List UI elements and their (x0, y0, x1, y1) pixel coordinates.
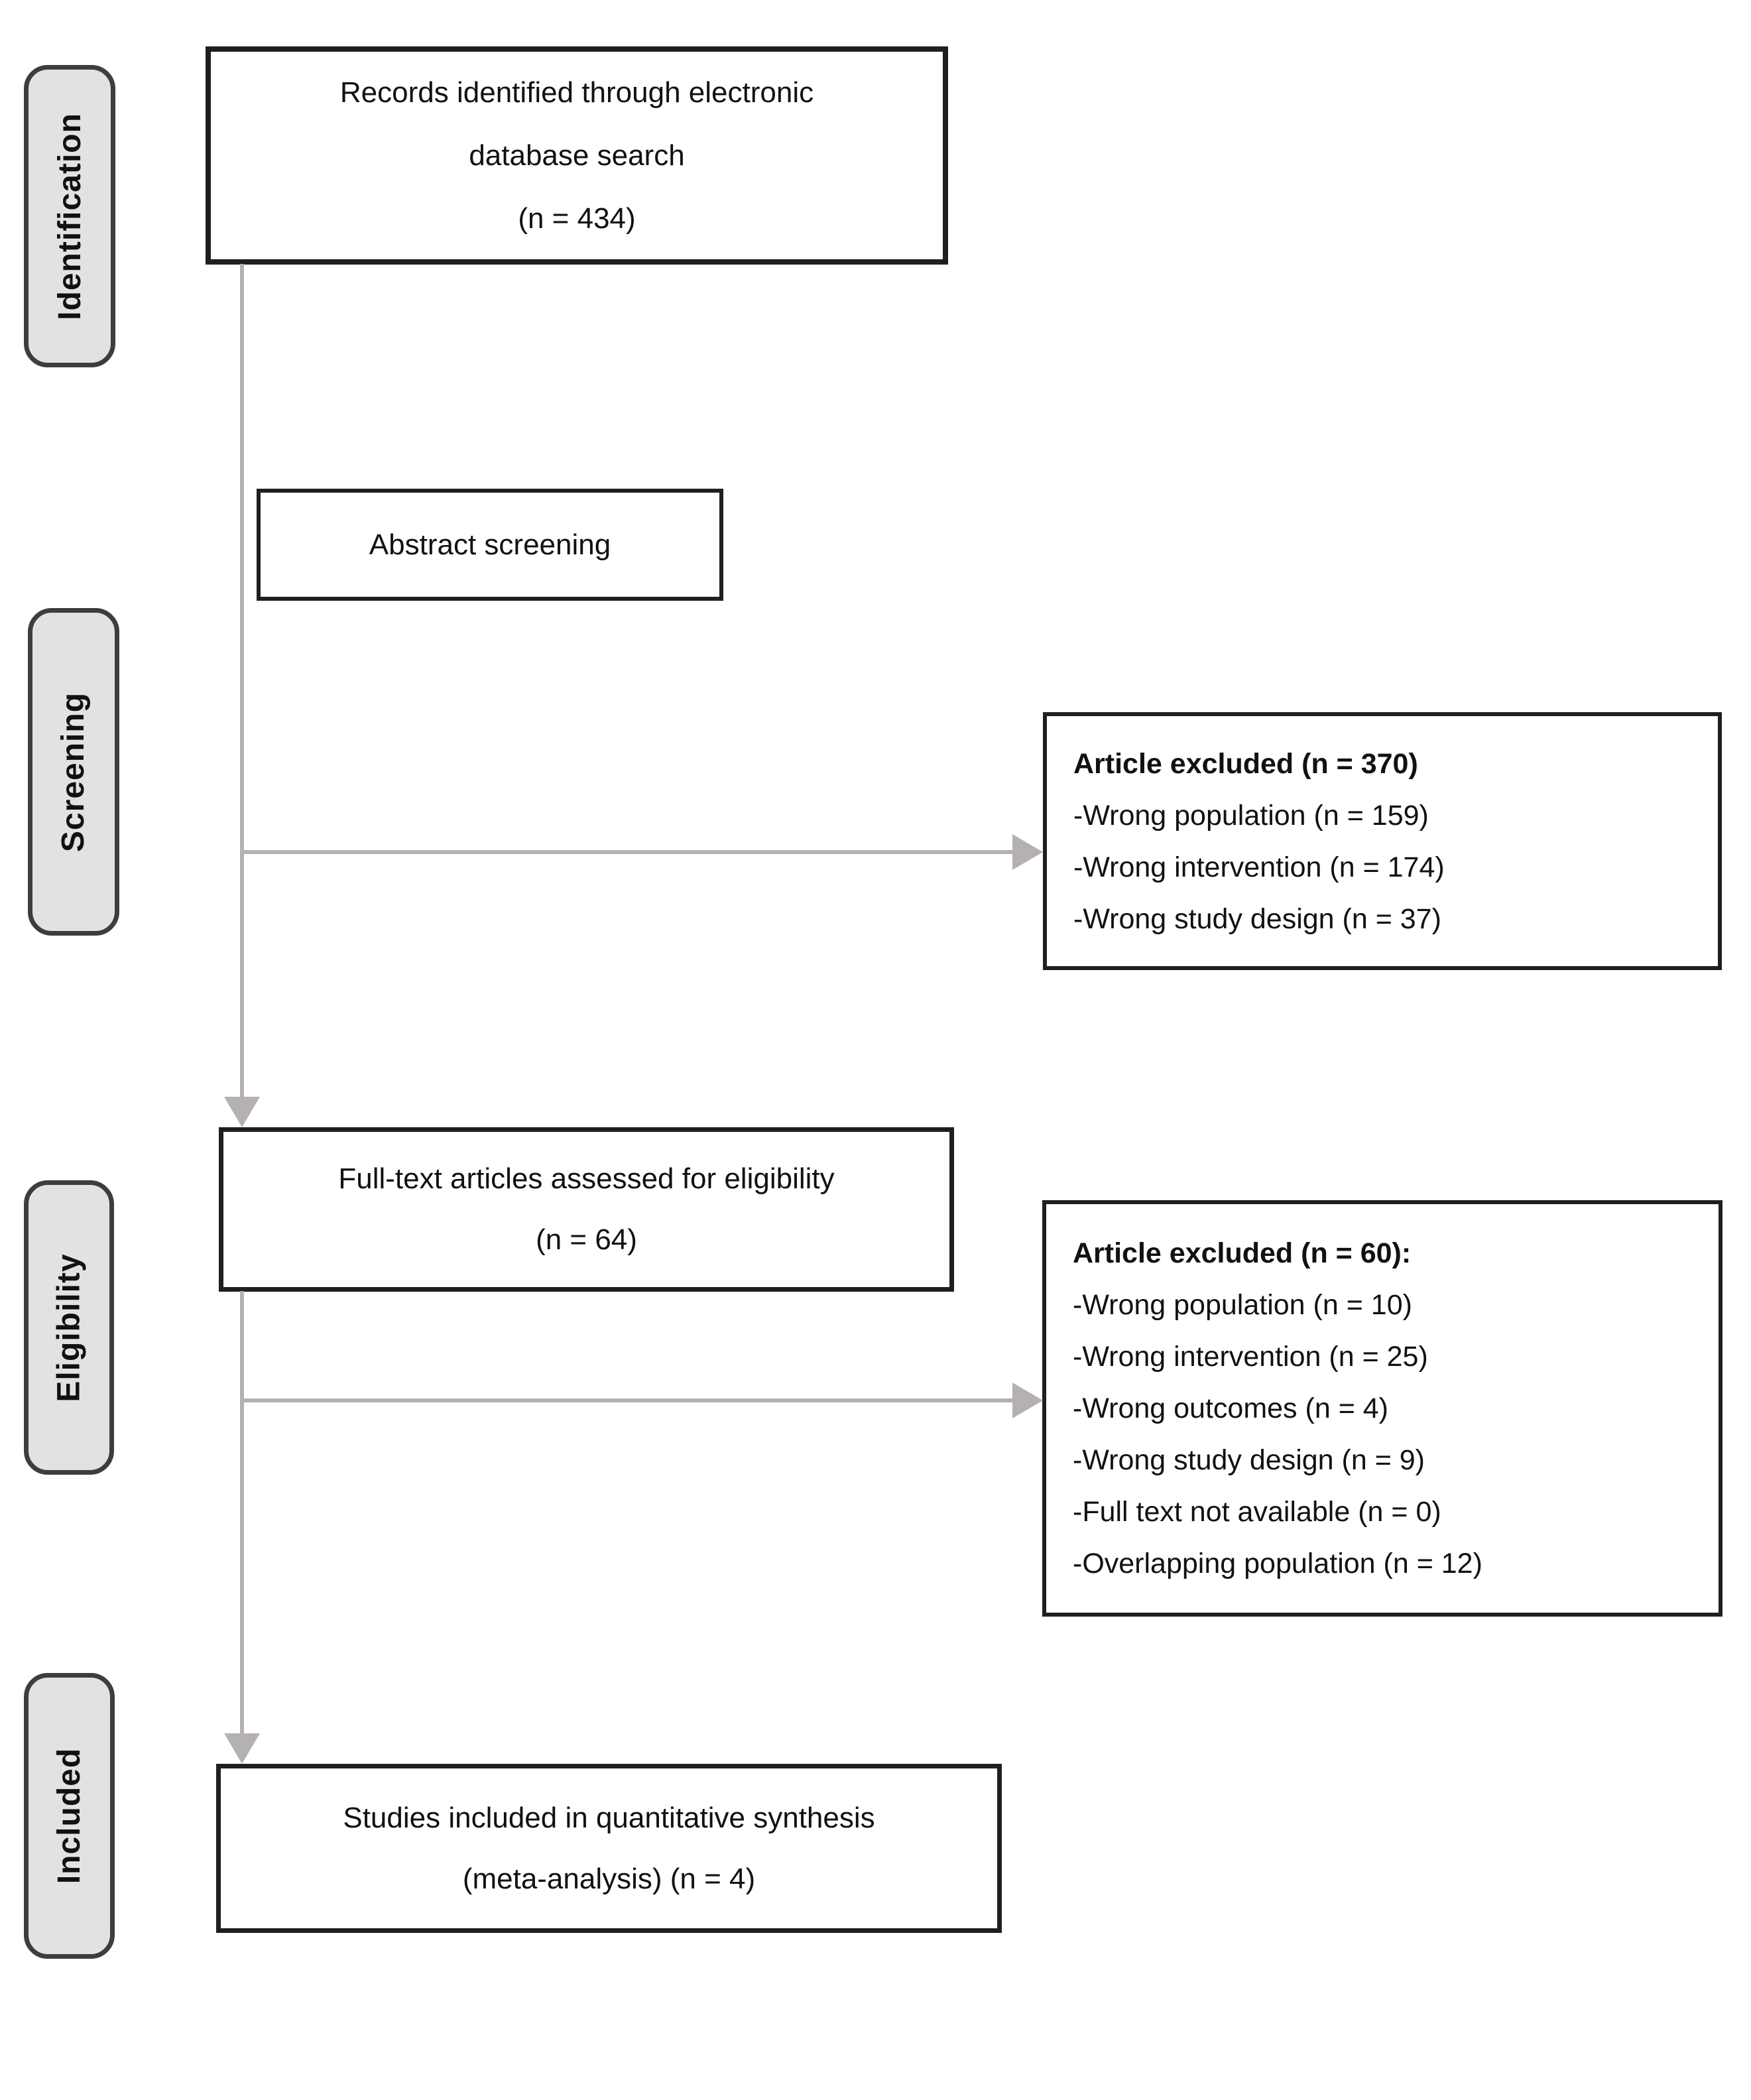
arrowhead-down-icon (224, 1733, 260, 1764)
excluded-screening-item: -Wrong intervention (n = 174) (1073, 851, 1445, 883)
excluded-eligibility-item: -Full text not available (n = 0) (1073, 1496, 1441, 1528)
records-identified-count: (n = 434) (518, 202, 636, 235)
stage-label-screening-text: Screening (56, 692, 91, 852)
stage-label-eligibility: Eligibility (24, 1180, 114, 1475)
excluded-screening-box: Article excluded (n = 370) -Wrong popula… (1043, 712, 1722, 970)
excluded-screening-item: -Wrong study design (n = 37) (1073, 902, 1441, 935)
stage-label-identification: Identification (24, 65, 115, 367)
fulltext-assessed-box: Full-text articles assessed for eligibil… (219, 1127, 954, 1292)
excluded-screening-item: -Wrong population (n = 159) (1073, 799, 1429, 832)
stage-label-identification-text: Identification (52, 112, 88, 320)
fulltext-assessed-line1: Full-text articles assessed for eligibil… (338, 1162, 835, 1195)
stage-label-eligibility-text: Eligibility (51, 1253, 87, 1402)
studies-included-line2: (meta-analysis) (n = 4) (462, 1862, 756, 1895)
arrowhead-right-icon (1012, 834, 1043, 870)
records-identified-line1: Records identified through electronic (339, 76, 814, 109)
stage-label-screening: Screening (28, 608, 119, 936)
excluded-eligibility-box: Article excluded (n = 60): -Wrong popula… (1042, 1200, 1722, 1617)
excluded-eligibility-item: -Wrong population (n = 10) (1073, 1289, 1412, 1321)
records-identified-box: Records identified through electronic da… (206, 46, 948, 265)
horizontal-connector-line (240, 1398, 1014, 1402)
stage-label-included-text: Included (52, 1747, 87, 1884)
arrowhead-right-icon (1012, 1383, 1043, 1418)
arrowhead-down-icon (224, 1097, 260, 1127)
abstract-screening-label: Abstract screening (369, 528, 611, 561)
excluded-eligibility-item: -Wrong intervention (n = 25) (1073, 1341, 1428, 1373)
records-identified-line2: database search (469, 139, 685, 172)
studies-included-line1: Studies included in quantitative synthes… (343, 1801, 875, 1834)
vertical-connector-line (240, 1291, 244, 1736)
vertical-connector-line (240, 264, 244, 1099)
excluded-screening-header: Article excluded (n = 370) (1073, 747, 1418, 780)
studies-included-box: Studies included in quantitative synthes… (216, 1764, 1002, 1933)
stage-label-included: Included (24, 1673, 115, 1959)
excluded-eligibility-header: Article excluded (n = 60): (1073, 1237, 1412, 1269)
excluded-eligibility-item: -Wrong outcomes (n = 4) (1073, 1392, 1388, 1424)
excluded-eligibility-item: -Wrong study design (n = 9) (1073, 1444, 1425, 1476)
excluded-eligibility-item: -Overlapping population (n = 12) (1073, 1548, 1482, 1579)
fulltext-assessed-count: (n = 64) (536, 1223, 637, 1256)
horizontal-connector-line (240, 850, 1014, 854)
abstract-screening-box: Abstract screening (257, 489, 723, 601)
